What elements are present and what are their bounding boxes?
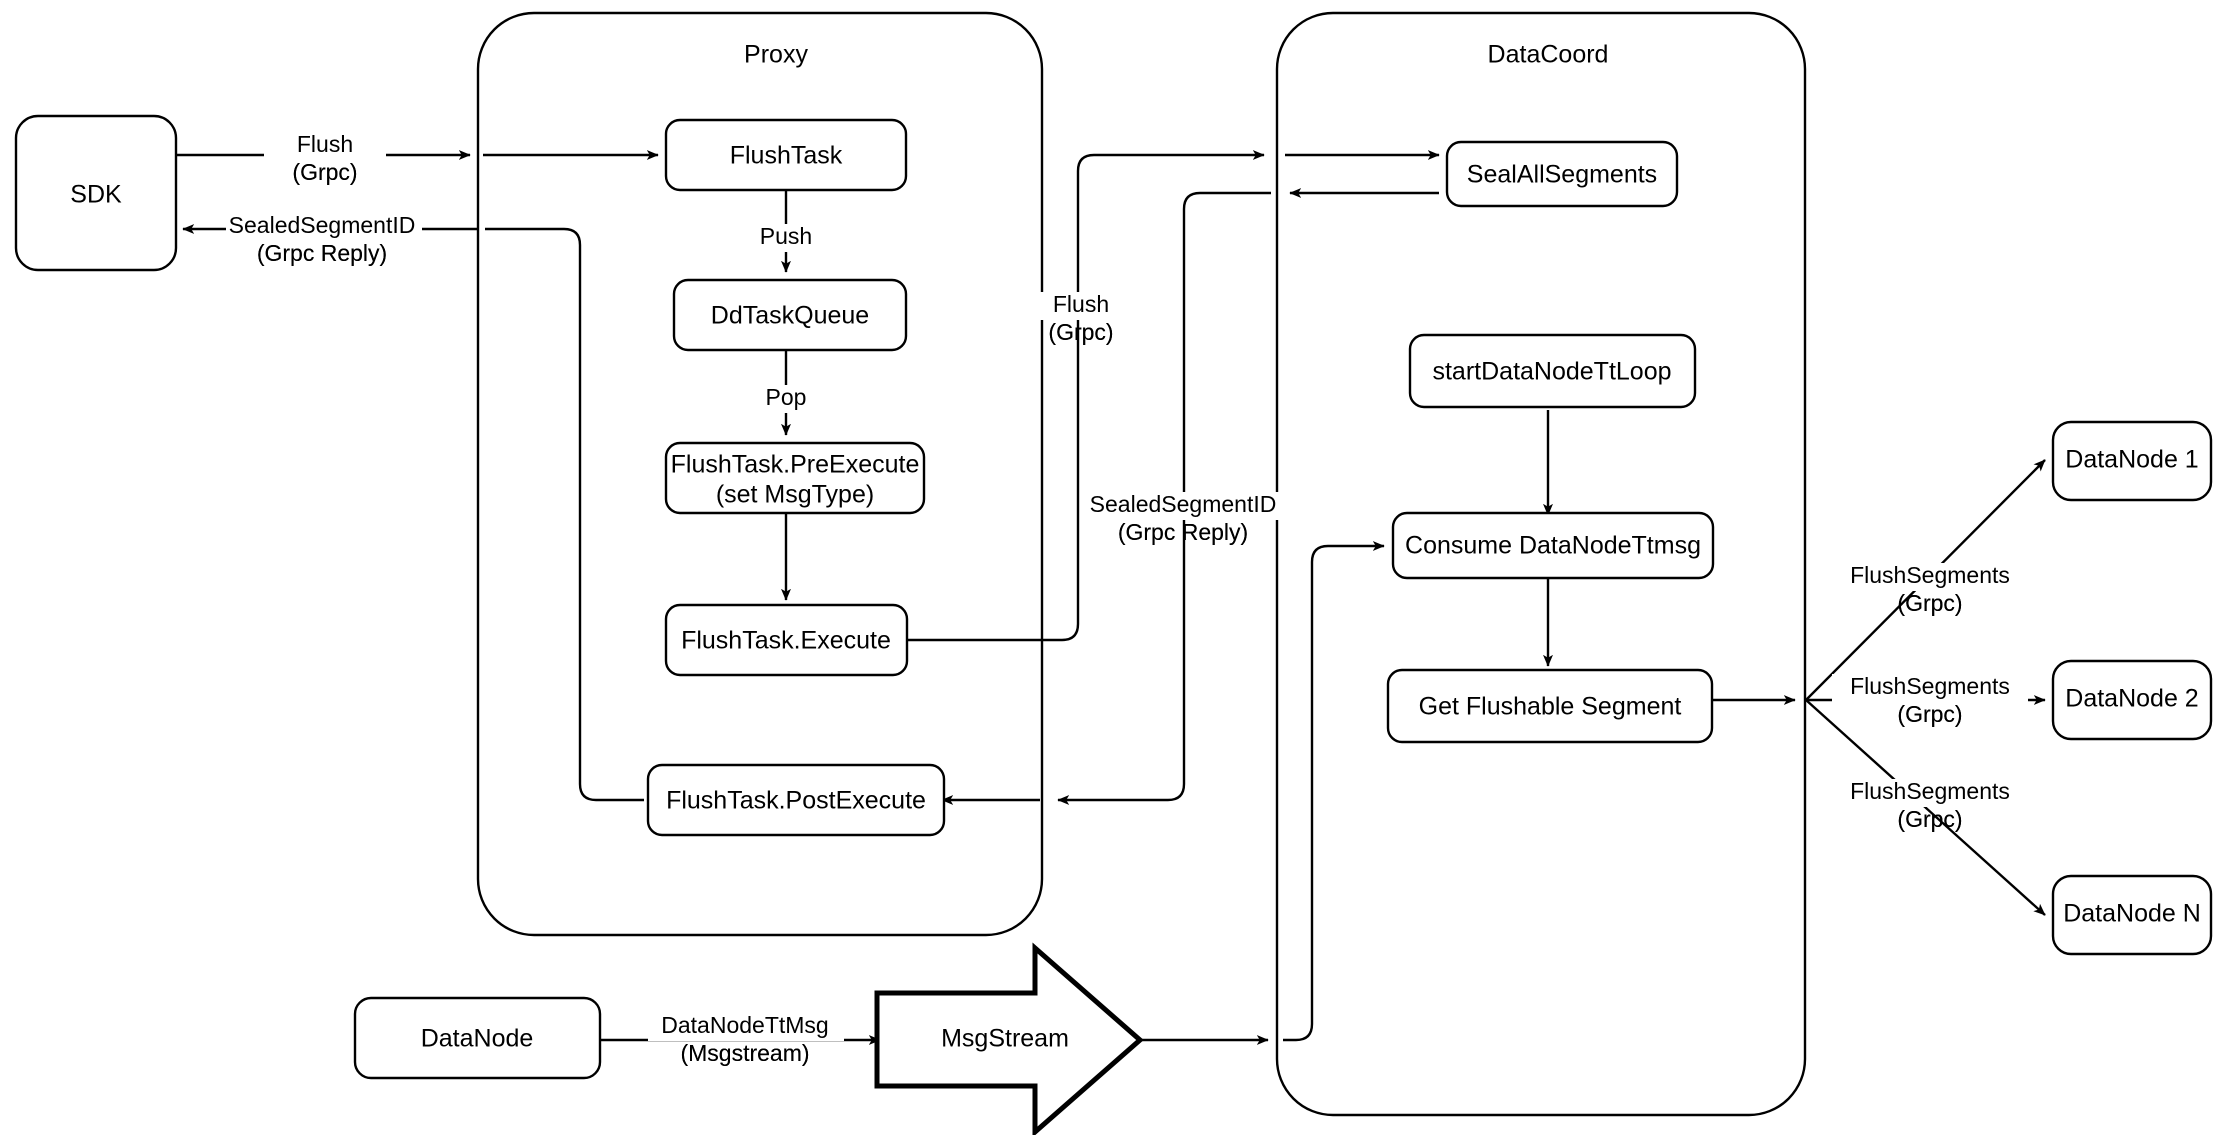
datacoord-container-label: DataCoord xyxy=(1488,41,1609,69)
node-datanode-n[interactable]: DataNode N xyxy=(2051,874,2213,956)
msgstream-arrow-shape[interactable] xyxy=(874,942,1144,1135)
sealallsegments-label: SealAllSegments xyxy=(1467,161,1657,189)
fg-p2dc-line2: (Grpc) xyxy=(1048,319,1113,345)
node-datanode-2[interactable]: DataNode 2 xyxy=(2051,659,2213,741)
sealallsegments-box[interactable] xyxy=(1445,140,1679,208)
label-mask-fs1 xyxy=(1832,563,2028,591)
consume-ttmsg-label: Consume DataNodeTtmsg xyxy=(1405,532,1701,560)
node-start-datanode-ttloop[interactable]: startDataNodeTtLoop xyxy=(1408,333,1697,409)
node-flushtask-postexecute[interactable]: FlushTask.PostExecute xyxy=(646,763,946,837)
datanode-1-label: DataNode 1 xyxy=(2065,446,2198,474)
fg-p2dc-line1: Flush xyxy=(1053,291,1109,317)
datanode-n-box[interactable] xyxy=(2051,874,2213,956)
sdk-box[interactable] xyxy=(14,114,178,272)
flush-segments-2-label-line2: (Grpc) xyxy=(1897,701,1962,727)
proxy-to-sdk-label-line2: (Grpc Reply) xyxy=(257,240,387,266)
datanode-source-label: DataNode xyxy=(421,1025,534,1053)
node-flushtask-execute[interactable]: FlushTask.Execute xyxy=(664,603,909,677)
edge-fanout-to-datanode-n xyxy=(1805,699,2046,916)
node-msgstream[interactable]: MsgStream xyxy=(874,942,1144,1135)
preexecute-label-line2: (set MsgType) xyxy=(716,481,874,509)
node-sealallsegments[interactable]: SealAllSegments xyxy=(1445,140,1679,208)
consume-ttmsg-box[interactable] xyxy=(1391,511,1715,580)
flushtask-box[interactable] xyxy=(664,118,908,192)
fg-fsn-line1: FlushSegments xyxy=(1850,778,2010,804)
fg-fs1-line2: (Grpc) xyxy=(1897,590,1962,616)
fg-fs1-line1: FlushSegments xyxy=(1850,562,2010,588)
node-sdk[interactable]: SDK xyxy=(14,114,178,272)
datanode-2-label: DataNode 2 xyxy=(2065,685,2198,713)
fg-ttmsg-line2: (Msgstream) xyxy=(680,1040,809,1066)
get-flushable-box[interactable] xyxy=(1386,668,1714,744)
node-consume-datanode-ttmsg[interactable]: Consume DataNodeTtmsg xyxy=(1391,511,1715,580)
node-datanode-source[interactable]: DataNode xyxy=(353,996,602,1080)
node-ddtaskqueue[interactable]: DdTaskQueue xyxy=(672,278,908,352)
postexecute-label: FlushTask.PostExecute xyxy=(666,787,926,815)
datanode-1-box[interactable] xyxy=(2051,420,2213,502)
get-flushable-label: Get Flushable Segment xyxy=(1419,693,1682,721)
fg-dc2p-line1: SealedSegmentID xyxy=(1090,491,1277,517)
label-mask-fsn xyxy=(1832,779,2028,807)
label-mask-push xyxy=(753,224,819,252)
fg-pop: Pop xyxy=(766,384,807,410)
proxy-container-label: Proxy xyxy=(744,41,808,69)
label-mask-sealed-reply xyxy=(1084,492,1284,520)
flush-segments-n-label-line2: (Grpc) xyxy=(1897,806,1962,832)
ddtaskqueue-label: DdTaskQueue xyxy=(711,302,869,330)
sdk-to-proxy-label-line2: (Grpc) xyxy=(292,159,357,185)
fg-fsn-line2: (Grpc) xyxy=(1897,806,1962,832)
label-mask-fs2 xyxy=(1832,674,2028,702)
fg-fs2-line1: FlushSegments xyxy=(1850,673,2010,699)
label-mask-pop xyxy=(757,385,815,413)
flushtask-label: FlushTask xyxy=(730,142,843,170)
datanode-2-box[interactable] xyxy=(2051,659,2213,741)
datanode-source-box[interactable] xyxy=(353,996,602,1080)
label-mask-flush-grpc xyxy=(1038,292,1126,320)
msgstream-label: MsgStream xyxy=(941,1025,1069,1053)
fg-reply-line1: SealedSegmentID xyxy=(229,212,416,238)
fg-reply-line2: (Grpc Reply) xyxy=(257,240,387,266)
preexecute-box[interactable] xyxy=(664,441,926,515)
datanode-n-label: DataNode N xyxy=(2063,900,2201,928)
execute-box[interactable] xyxy=(664,603,909,677)
node-datanode-1[interactable]: DataNode 1 xyxy=(2051,420,2213,502)
node-flushtask[interactable]: FlushTask xyxy=(664,118,908,192)
edge-execute-to-datacoord xyxy=(907,150,1265,642)
node-get-flushable-segment[interactable]: Get Flushable Segment xyxy=(1386,668,1714,744)
fg-ttmsg-line1: DataNodeTtMsg xyxy=(661,1012,828,1038)
proxy-to-datacoord-label-line2: (Grpc) xyxy=(1048,319,1113,345)
execute-label: FlushTask.Execute xyxy=(681,627,891,655)
fg-fs2-line2: (Grpc) xyxy=(1897,701,1962,727)
sdk-label: SDK xyxy=(70,181,122,209)
flush-segments-1-label-line2: (Grpc) xyxy=(1897,590,1962,616)
fg-flush-line2: (Grpc) xyxy=(292,159,357,185)
edge-datacoord-border-to-consume xyxy=(1283,541,1385,1042)
postexecute-box[interactable] xyxy=(646,763,946,837)
label-mask-sealedsegmentid xyxy=(226,214,422,242)
label-mask-flush xyxy=(264,132,386,162)
fg-flush-line1: Flush xyxy=(297,131,353,157)
start-ttloop-label: startDataNodeTtLoop xyxy=(1432,358,1671,386)
label-mask-ttmsg xyxy=(648,1013,844,1041)
fg-dc2p-line2: (Grpc Reply) xyxy=(1118,519,1248,545)
edge-postexecute-to-reply xyxy=(485,227,644,802)
node-flushtask-preexecute[interactable]: FlushTask.PreExecute (set MsgType) xyxy=(664,441,926,515)
start-ttloop-box[interactable] xyxy=(1408,333,1697,409)
fg-push: Push xyxy=(760,223,812,249)
preexecute-label-line1: FlushTask.PreExecute xyxy=(671,451,920,479)
ddtaskqueue-box[interactable] xyxy=(672,278,908,352)
datacoord-to-proxy-label-line2: (Grpc Reply) xyxy=(1118,519,1248,545)
datanode-to-msgstream-label-line2: (Msgstream) xyxy=(680,1040,809,1066)
edge-labels-foreground: Flush (Grpc) SealedSegmentID (Grpc Reply… xyxy=(229,131,2010,1066)
